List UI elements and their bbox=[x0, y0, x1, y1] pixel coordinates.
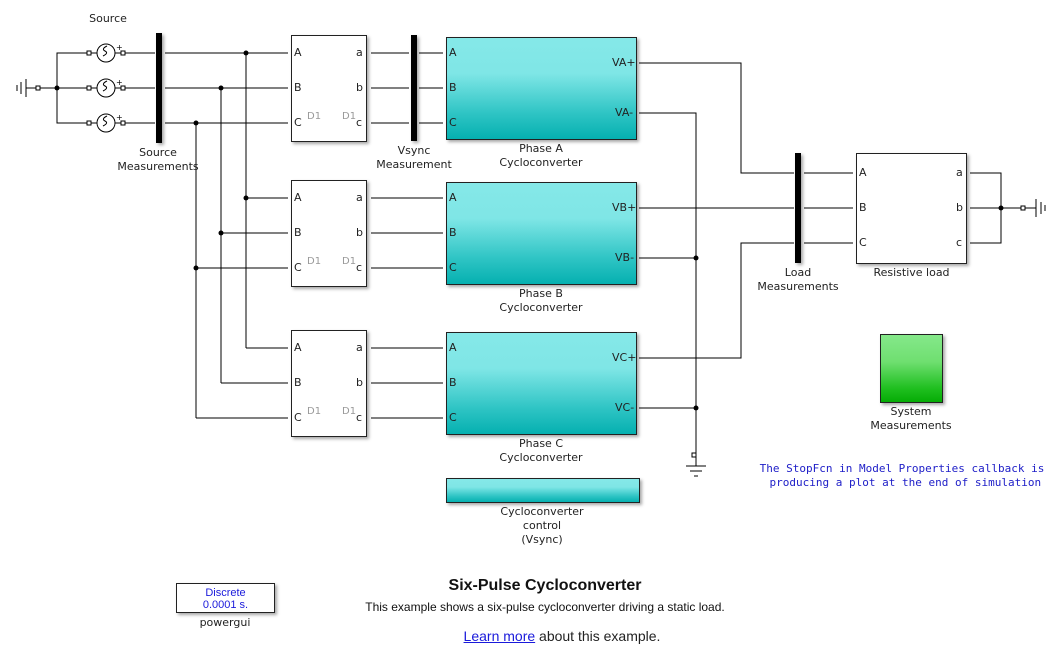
transformer-3-winding-label: D1 bbox=[342, 406, 357, 417]
cycloconverter-control-block[interactable] bbox=[446, 478, 640, 503]
system-measurements-block[interactable] bbox=[880, 334, 943, 403]
powergui-sample-time: 0.0001 s. bbox=[202, 599, 249, 611]
transformer-3-port-A: A bbox=[294, 341, 302, 354]
transformer-1-port-c: c bbox=[356, 116, 363, 129]
load-port-C: C bbox=[859, 236, 867, 249]
transformer-1-port-a: a bbox=[356, 46, 363, 59]
transformer-1-port-C: C bbox=[294, 116, 302, 129]
load-measurement-bus[interactable] bbox=[795, 153, 801, 263]
transformer-3-port-a: a bbox=[356, 341, 363, 354]
load-port-B: B bbox=[859, 201, 867, 214]
vc-minus-port: VC- bbox=[615, 401, 635, 414]
transformer-3-port-c: c bbox=[356, 411, 363, 424]
load-port-a: a bbox=[956, 166, 963, 179]
plus-marks: + + + bbox=[116, 43, 123, 122]
svg-text:+: + bbox=[116, 43, 123, 52]
transformer-2-port-A: A bbox=[294, 191, 302, 204]
phase-a-label: Phase A Cycloconverter bbox=[499, 142, 583, 169]
load-port-b: b bbox=[956, 201, 963, 214]
phase-b-port-C: C bbox=[449, 261, 457, 274]
powergui-label: powergui bbox=[199, 616, 251, 629]
page-title: Six-Pulse Cycloconverter bbox=[448, 577, 642, 594]
phase-a-cycloconverter[interactable] bbox=[446, 37, 637, 140]
vc-plus-port: VC+ bbox=[612, 351, 637, 364]
transformer-2-winding-label: D1 bbox=[342, 256, 357, 267]
powergui-mode: Discrete bbox=[205, 587, 246, 599]
transformer-3[interactable] bbox=[291, 330, 367, 437]
phase-a-port-B: B bbox=[449, 81, 457, 94]
learn-more-link[interactable]: Learn more bbox=[463, 628, 536, 644]
transformer-3-winding-label: D1 bbox=[307, 406, 322, 417]
transformer-1[interactable] bbox=[291, 35, 367, 142]
transformer-1-winding-label: D1 bbox=[307, 111, 322, 122]
transformer-2-port-a: a bbox=[356, 191, 363, 204]
vb-plus-port: VB+ bbox=[612, 201, 637, 214]
transformer-2[interactable] bbox=[291, 180, 367, 287]
resistive-load-block[interactable] bbox=[856, 153, 967, 264]
vsync-measurement-bus[interactable] bbox=[411, 35, 417, 141]
svg-text:+: + bbox=[116, 113, 123, 122]
junction-dots bbox=[54, 50, 1004, 411]
phase-a-port-C: C bbox=[449, 116, 457, 129]
transformer-2-port-b: b bbox=[356, 226, 363, 239]
phase-c-port-C: C bbox=[449, 411, 457, 424]
vsync-measurement-label: Vsync Measurement bbox=[376, 144, 452, 171]
transformer-2-winding-label: D1 bbox=[307, 256, 322, 267]
system-measurements-label: System Measurements bbox=[870, 405, 952, 432]
va-minus-port: VA- bbox=[615, 106, 634, 119]
learn-more-line: Learn more about this example. bbox=[380, 628, 744, 644]
svg-text:+: + bbox=[116, 78, 123, 87]
load-port-A: A bbox=[859, 166, 867, 179]
phase-b-cycloconverter[interactable] bbox=[446, 182, 637, 285]
source-measurements-label: Source Measurements bbox=[117, 146, 199, 173]
cycloconverter-control-label: Cycloconverter control (Vsync) bbox=[500, 505, 584, 546]
transformer-3-port-b: b bbox=[356, 376, 363, 389]
phase-b-label: Phase B Cycloconverter bbox=[499, 287, 583, 314]
transformer-1-winding-label: D1 bbox=[342, 111, 357, 122]
phase-c-label: Phase C Cycloconverter bbox=[499, 437, 583, 464]
page-description: This example shows a six-pulse cycloconv… bbox=[365, 600, 725, 614]
phase-b-port-A: A bbox=[449, 191, 457, 204]
phase-c-cycloconverter[interactable] bbox=[446, 332, 637, 435]
phase-c-port-A: A bbox=[449, 341, 457, 354]
vb-minus-port: VB- bbox=[615, 251, 635, 264]
ac-source-icons bbox=[91, 43, 121, 133]
transformer-1-port-A: A bbox=[294, 46, 302, 59]
transformer-2-port-B: B bbox=[294, 226, 302, 239]
transformer-3-port-C: C bbox=[294, 411, 302, 424]
phase-c-port-B: B bbox=[449, 376, 457, 389]
transformer-1-port-b: b bbox=[356, 81, 363, 94]
powergui-block[interactable]: Discrete 0.0001 s. bbox=[176, 583, 275, 613]
wires bbox=[16, 52, 1046, 477]
load-measurements-label: Load Measurements bbox=[757, 266, 839, 293]
source-label: Source bbox=[89, 12, 127, 25]
transformer-1-port-B: B bbox=[294, 81, 302, 94]
transformer-2-port-C: C bbox=[294, 261, 302, 274]
phase-b-port-B: B bbox=[449, 226, 457, 239]
stopfcn-note: The StopFcn in Model Properties callback… bbox=[759, 462, 1045, 489]
transformer-3-port-B: B bbox=[294, 376, 302, 389]
va-plus-port: VA+ bbox=[612, 56, 636, 69]
learn-more-suffix: about this example. bbox=[535, 628, 661, 644]
source-measurement-bus[interactable] bbox=[156, 33, 162, 143]
load-port-c: c bbox=[956, 236, 963, 249]
phase-a-port-A: A bbox=[449, 46, 457, 59]
resistive-load-label: Resistive load bbox=[873, 266, 950, 279]
transformer-2-port-c: c bbox=[356, 261, 363, 274]
